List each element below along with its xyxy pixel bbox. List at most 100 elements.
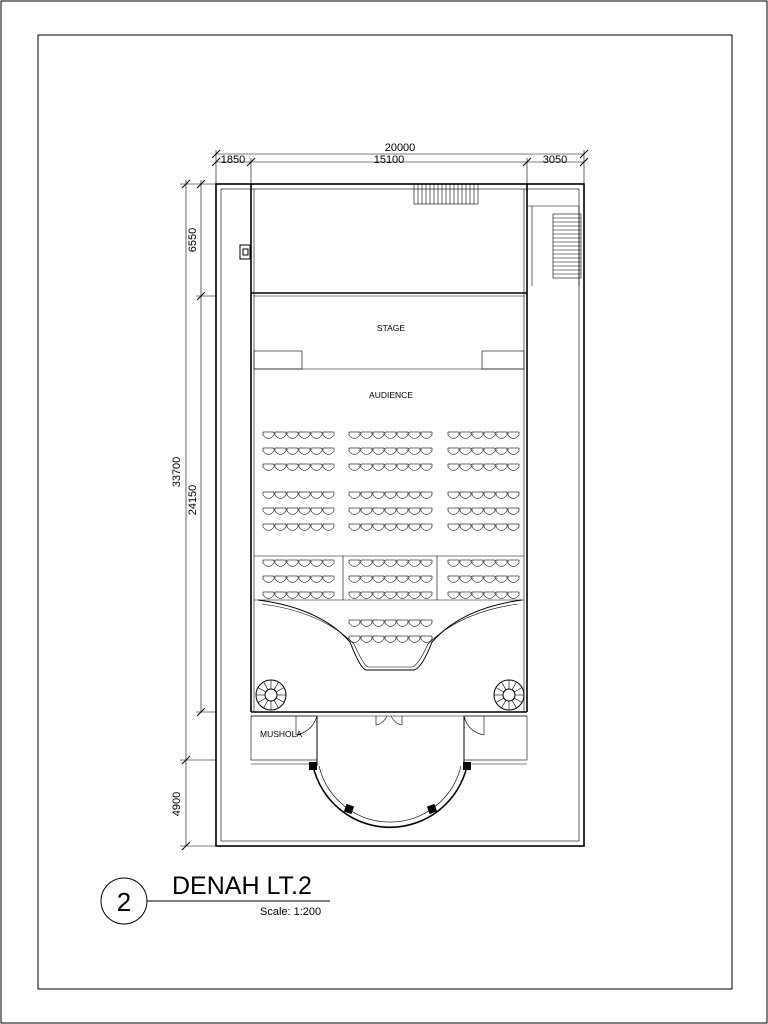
- seat: [483, 592, 496, 599]
- seat: [348, 508, 361, 515]
- seat: [262, 576, 275, 583]
- seat: [262, 560, 275, 567]
- seat: [420, 592, 433, 599]
- seat: [396, 576, 409, 583]
- seat: [286, 576, 299, 583]
- seat: [348, 492, 361, 499]
- seat: [298, 524, 311, 531]
- seat: [348, 576, 361, 583]
- seat: [471, 560, 484, 567]
- sheet-inner-border: [37, 34, 733, 990]
- seat: [274, 524, 287, 531]
- seat: [420, 508, 433, 515]
- seat: [322, 492, 335, 499]
- seat: [459, 508, 472, 515]
- seat: [420, 620, 433, 627]
- seat: [420, 432, 433, 439]
- seat: [384, 492, 397, 499]
- seat: [408, 432, 421, 439]
- seat: [298, 560, 311, 567]
- seat: [471, 592, 484, 599]
- spiral-stair-left: [255, 679, 287, 711]
- seat: [495, 560, 508, 567]
- seat: [408, 492, 421, 499]
- seat: [360, 464, 373, 471]
- seat: [310, 560, 323, 567]
- seat: [372, 432, 385, 439]
- dim-middle-zone: 24150: [187, 485, 199, 516]
- seat: [420, 560, 433, 567]
- seat: [298, 492, 311, 499]
- seat: [384, 524, 397, 531]
- seat: [372, 576, 385, 583]
- seat: [298, 592, 311, 599]
- seat: [372, 636, 385, 643]
- seat: [471, 464, 484, 471]
- dim-total-depth: 33700: [171, 457, 183, 488]
- seat: [495, 576, 508, 583]
- seat: [447, 464, 460, 471]
- seat: [483, 492, 496, 499]
- seat: [396, 492, 409, 499]
- seat: [483, 464, 496, 471]
- seat: [408, 576, 421, 583]
- seat: [310, 464, 323, 471]
- seat: [360, 620, 373, 627]
- top-dimension-lines: [211, 149, 589, 184]
- seat: [483, 560, 496, 567]
- seat: [408, 464, 421, 471]
- seat: [384, 620, 397, 627]
- seat: [408, 524, 421, 531]
- seat: [360, 508, 373, 515]
- seat: [459, 464, 472, 471]
- seat: [360, 592, 373, 599]
- seat: [420, 464, 433, 471]
- front-lobby-curve: [309, 716, 471, 829]
- seat: [396, 592, 409, 599]
- drawing-title: DENAH LT.2: [172, 872, 312, 900]
- seat: [286, 524, 299, 531]
- seat: [408, 592, 421, 599]
- seat: [507, 464, 520, 471]
- seat: [322, 448, 335, 455]
- stage-area: [251, 292, 527, 370]
- seat: [420, 576, 433, 583]
- seat: [384, 576, 397, 583]
- seat: [396, 636, 409, 643]
- dim-total-width: 20000: [385, 142, 416, 154]
- seat: [348, 448, 361, 455]
- seat: [507, 492, 520, 499]
- stair-top-center: [413, 183, 479, 205]
- seat: [262, 432, 275, 439]
- seat: [408, 508, 421, 515]
- dim-bottom-zone: 4900: [171, 792, 183, 816]
- seat: [459, 448, 472, 455]
- seat: [348, 432, 361, 439]
- seat: [286, 432, 299, 439]
- seat: [483, 448, 496, 455]
- balcony-edge: [254, 555, 524, 671]
- seat: [459, 492, 472, 499]
- seat: [447, 524, 460, 531]
- seat: [408, 620, 421, 627]
- dim-top-zone: 6550: [187, 228, 199, 252]
- seat: [310, 524, 323, 531]
- seat: [471, 432, 484, 439]
- seat: [262, 492, 275, 499]
- seat: [459, 560, 472, 567]
- seat: [396, 432, 409, 439]
- seat: [372, 464, 385, 471]
- seat: [348, 464, 361, 471]
- seat: [471, 492, 484, 499]
- seat: [495, 508, 508, 515]
- seat: [348, 592, 361, 599]
- seat: [507, 448, 520, 455]
- seat: [298, 576, 311, 583]
- seat: [372, 508, 385, 515]
- seat: [348, 524, 361, 531]
- seat: [396, 464, 409, 471]
- seat: [471, 576, 484, 583]
- seat: [262, 464, 275, 471]
- seat: [507, 576, 520, 583]
